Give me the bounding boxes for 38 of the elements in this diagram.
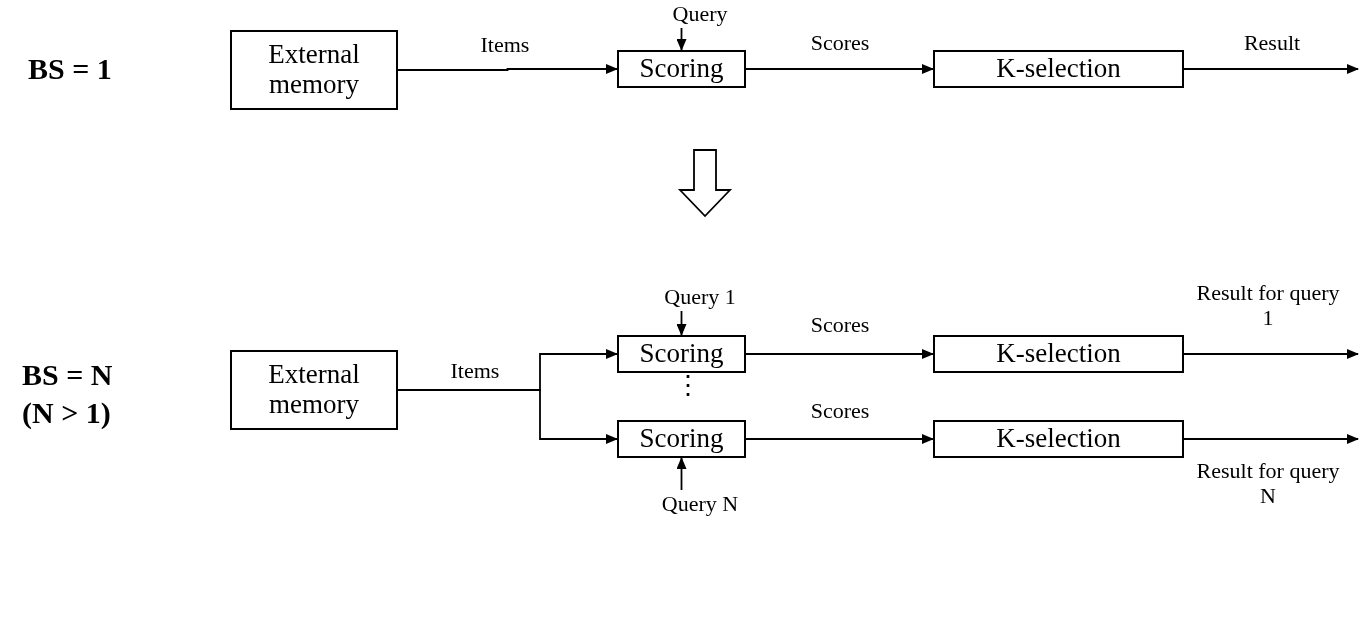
process-box xyxy=(230,350,398,430)
edge-label: Scores xyxy=(809,398,871,424)
box-label: Scoring xyxy=(639,54,724,84)
edge-label: Items xyxy=(449,358,501,384)
box-label: Scoring xyxy=(639,424,724,454)
edge-label: Result for query 1 xyxy=(1195,280,1341,331)
arrow xyxy=(676,27,687,51)
process-box xyxy=(617,50,746,88)
process-box xyxy=(617,420,746,458)
arrow xyxy=(397,64,618,74)
edge-label: Items xyxy=(479,32,531,58)
box-label: Scoring xyxy=(639,339,724,369)
arrow xyxy=(1183,349,1359,359)
edge-label: Result xyxy=(1242,30,1302,56)
arrow xyxy=(1183,64,1359,74)
process-box xyxy=(933,420,1184,458)
batch-size-label: (N > 1) xyxy=(22,396,111,429)
edge-label: Scores xyxy=(809,30,871,56)
box-label: External memory xyxy=(267,40,361,100)
arrow xyxy=(745,434,934,444)
arrow xyxy=(676,457,687,491)
process-box xyxy=(933,335,1184,373)
process-box xyxy=(617,335,746,373)
box-label: K-selection xyxy=(996,54,1121,84)
box-label: K-selection xyxy=(996,424,1121,454)
process-box xyxy=(230,30,398,110)
arrow xyxy=(676,310,687,336)
box-label: External memory xyxy=(267,360,361,420)
batch-size-label: BS = N xyxy=(22,358,113,391)
arrow xyxy=(745,64,934,74)
edge-label: Result for query N xyxy=(1195,458,1341,509)
process-box xyxy=(933,50,1184,88)
arrow xyxy=(1183,434,1359,444)
arrow xyxy=(745,349,934,359)
edge-label: Scores xyxy=(809,312,871,338)
box-label: K-selection xyxy=(996,339,1121,369)
batch-size-label: BS = 1 xyxy=(28,52,112,85)
ellipsis-mark: ⋮ xyxy=(675,372,701,401)
